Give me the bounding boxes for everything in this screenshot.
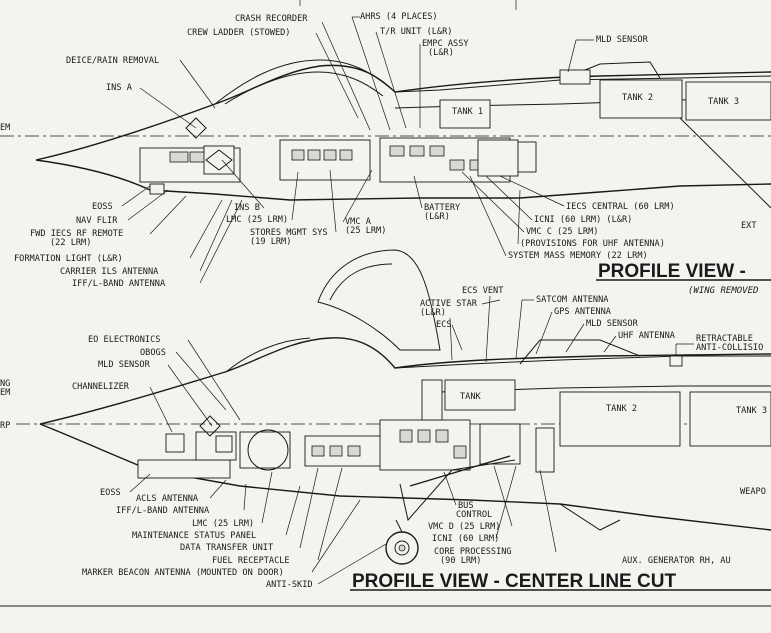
label-tank3: TANK 3 [708,97,739,107]
label-crash-recorder: CRASH RECORDER [235,14,308,24]
label-ins-a: INS A [106,83,133,93]
label-weapo: WEAPO [740,487,766,497]
label-battery-lr: (L&R) [424,212,450,222]
label-sys-mass: SYSTEM MASS MEMORY (22 LRM) [508,251,648,261]
edge-label-ng: NG [0,379,10,389]
label-stores-lrm: (19 LRM) [250,237,291,247]
label-eoss-bottom: EOSS [100,488,121,498]
label-tank2: TANK 2 [622,93,653,103]
label-fuel-receptacle: FUEL RECEPTACLE [212,556,290,566]
label-retractable: RETRACTABLE [696,334,753,344]
label-deice: DEICE/RAIN REMOVAL [66,56,159,66]
label-active-star: ACTIVE STAR [420,299,478,309]
label-maint-panel: MAINTENANCE STATUS PANEL [132,531,256,541]
label-fwd-iecs: FWD IECS RF REMOTE [30,229,123,239]
label-nav-flir: NAV FLIR [76,216,118,226]
top-callouts: CRASH RECORDER AHRS (4 PLACES) CREW LADD… [14,12,771,296]
bottom-callouts: ECS VENT ACTIVE STAR (L&R) ECS SATCOM AN… [72,286,771,592]
label-ecs: ECS [436,320,452,330]
label-empc-lr: (L&R) [428,48,454,58]
label-control: CONTROL [456,510,492,520]
bottom-profile-aircraft [16,249,771,565]
label-tank2-bottom: TANK 2 [606,404,637,414]
label-mld-sensor-fwd: MLD SENSOR [98,360,151,370]
label-icni-top: ICNI (60 LRM) (L&R) [534,215,632,225]
label-channelizer: CHANNELIZER [72,382,130,392]
label-lmc-top: LMC (25 LRM) [226,215,288,225]
label-ins-b: INS B [234,203,260,213]
label-core-processing: CORE PROCESSING [434,547,512,557]
label-carrier-ils: CARRIER ILS ANTENNA [60,267,159,277]
label-tank1: TANK 1 [452,107,483,117]
label-vmc-d: VMC D (25 LRM) [428,522,500,532]
label-vmc-a: VMC A [345,217,372,227]
label-ahrs: AHRS (4 PLACES) [360,12,438,22]
label-icni-bottom: ICNI (60 LRM) [432,534,499,544]
label-tank-bottom: TANK [460,392,482,402]
label-empc-assy: EMPC ASSY [422,39,469,49]
label-tr-unit: T/R UNIT (L&R) [380,27,452,37]
label-lmc-bottom: LMC (25 LRM) [192,519,254,529]
label-iff-lband-top: IFF/L-BAND ANTENNA [72,279,166,289]
label-aux-gen: AUX. GENERATOR RH, AU [622,556,731,566]
edge-label-rp: RP [0,421,10,431]
label-fwd-iecs-lrm: (22 LRM) [50,238,91,248]
label-mld-sensor-top: MLD SENSOR [596,35,649,45]
label-marker-beacon: MARKER BEACON ANTENNA (MOUNTED ON DOOR) [82,568,284,578]
top-view-subtitle: (WING REMOVED [688,286,758,296]
label-eo-electronics: EO ELECTRONICS [88,335,160,345]
label-vmc-c: VMC C (25 LRM) [526,227,598,237]
label-iff-lband-bottom: IFF/L-BAND ANTENNA [116,506,210,516]
label-crew-ladder: CREW LADDER (STOWED) [187,28,290,38]
label-obogs: OBOGS [140,348,166,358]
label-uhf-prov: (PROVISIONS FOR UHF ANTENNA) [520,239,665,249]
label-uhf: UHF ANTENNA [618,331,676,341]
label-ecs-vent: ECS VENT [462,286,503,296]
label-tank3-bottom: TANK 3 [736,406,767,416]
label-eoss-top: EOSS [92,202,113,212]
top-view-title: PROFILE VIEW - [598,261,746,282]
label-mld-sensor-bottom: MLD SENSOR [586,319,639,329]
label-satcom: SATCOM ANTENNA [536,295,609,305]
label-core-lrm: (90 LRM) [440,556,481,566]
bottom-view-title: PROFILE VIEW - CENTER LINE CUT [352,571,676,592]
label-gps: GPS ANTENNA [554,307,612,317]
label-iecs-central: IECS CENTRAL (60 LRM) [566,202,675,212]
edge-label-em2: EM [0,388,10,398]
label-anti-skid: ANTI-SKID [266,580,313,590]
label-active-star-lr: (L&R) [420,308,446,318]
label-data-transfer: DATA TRANSFER UNIT [180,543,273,553]
label-bus: BUS [458,501,474,511]
label-acls: ACLS ANTENNA [136,494,199,504]
label-formation-light: FORMATION LIGHT (L&R) [14,254,123,264]
label-battery: BATTERY [424,203,461,213]
edge-label-em: EM [0,123,10,133]
label-stores-mgmt: STORES MGMT SYS [250,228,328,238]
label-vmc-a-lrm: (25 LRM) [345,226,386,236]
top-profile-aircraft [0,59,771,209]
label-ext: EXT [741,221,757,231]
label-anti-collision: ANTI-COLLISIO [696,343,763,353]
